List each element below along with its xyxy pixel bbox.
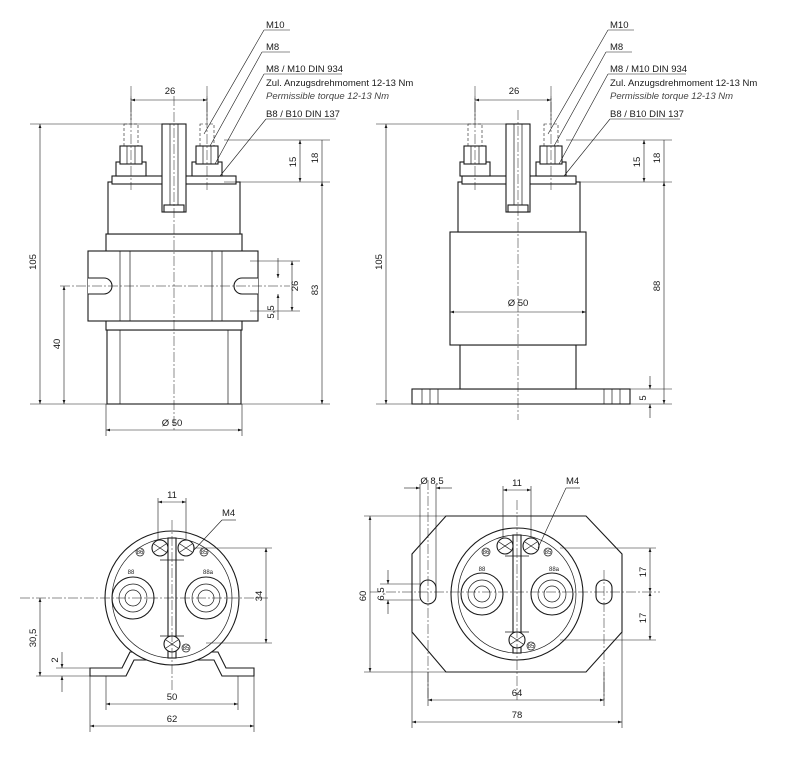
front-view-right: 105 26 15 18 88 5 Ø 50 xyxy=(374,29,672,420)
callouts-right: M10 M8 M8 / M10 DIN 934 Zul. Anzugsdrehm… xyxy=(606,20,757,120)
callout-m8-left: M8 xyxy=(266,42,279,53)
dim-15-right: 15 xyxy=(632,157,643,168)
dim-105-right: 105 xyxy=(374,254,385,270)
dim-11-right: 11 xyxy=(512,478,522,489)
dim-50: 50 xyxy=(167,692,178,703)
dim-26-top: 26 xyxy=(165,86,176,97)
dim-5-5: 5,5 xyxy=(266,305,277,318)
dim-64: 64 xyxy=(512,688,523,699)
callout-m4-right: M4 xyxy=(566,476,579,487)
dim-hole-diameter: Ø 8,5 xyxy=(420,476,443,487)
callout-nut-right: M8 / M10 DIN 934 xyxy=(610,64,687,75)
term-88a-right: 88a xyxy=(549,567,560,573)
callout-washer-left: B8 / B10 DIN 137 xyxy=(266,109,340,120)
callout-m8-right: M8 xyxy=(610,42,623,53)
term-88-right: 88 xyxy=(479,567,486,573)
front-view-left: 105 40 26 15 18 83 26 5,5 Ø 50 xyxy=(28,29,330,436)
top-view-left: 88 88a 86 85 85 11 M4 34 30,5 xyxy=(20,490,272,732)
dim-diameter-50: Ø 50 xyxy=(162,418,183,429)
callout-m10-left: M10 xyxy=(266,20,284,31)
dim-diameter-50-right: Ø 50 xyxy=(508,298,529,309)
callout-torque-de-right: Zul. Anzugsdrehmoment 12-13 Nm xyxy=(610,78,757,89)
dim-17-bottom: 17 xyxy=(638,613,649,624)
dim-34: 34 xyxy=(254,591,265,602)
callout-nut-left: M8 / M10 DIN 934 xyxy=(266,64,343,75)
dim-5: 5 xyxy=(638,395,649,400)
callout-m10-right: M10 xyxy=(610,20,628,31)
callouts-left: M10 M8 M8 / M10 DIN 934 Zul. Anzugsdrehm… xyxy=(262,20,413,120)
term-85-right-a: 85 xyxy=(545,550,552,556)
term-85-right-b: 85 xyxy=(528,644,535,650)
callout-m4-left: M4 xyxy=(222,508,235,519)
term-85-left-b: 85 xyxy=(183,646,190,652)
term-86-left: 86 xyxy=(137,550,144,556)
dim-18: 18 xyxy=(310,153,321,164)
term-88-left: 88 xyxy=(128,570,135,576)
dim-83: 83 xyxy=(310,285,321,296)
dim-26-top-right: 26 xyxy=(509,86,520,97)
term-86-right: 86 xyxy=(483,550,490,556)
dim-78: 78 xyxy=(512,710,523,721)
callout-washer-right: B8 / B10 DIN 137 xyxy=(610,109,684,120)
dim-40: 40 xyxy=(52,339,63,350)
dim-62: 62 xyxy=(167,714,178,725)
dim-26-slot: 26 xyxy=(290,281,301,292)
dim-6-5: 6,5 xyxy=(376,587,387,600)
dim-60: 60 xyxy=(358,591,369,602)
dim-11-left: 11 xyxy=(167,490,177,501)
dim-105: 105 xyxy=(28,254,39,270)
dim-17-top: 17 xyxy=(638,567,649,578)
callout-torque-en-left: Permissible torque 12-13 Nm xyxy=(266,91,389,102)
callout-torque-en-right: Permissible torque 12-13 Nm xyxy=(610,91,733,102)
callout-torque-de-left: Zul. Anzugsdrehmoment 12-13 Nm xyxy=(266,78,413,89)
dim-15: 15 xyxy=(288,157,299,168)
dim-2: 2 xyxy=(50,657,61,662)
top-view-right: 88 88a 86 85 85 Ø 8,5 11 M4 xyxy=(358,476,660,728)
dim-88: 88 xyxy=(652,281,663,292)
dim-18-right: 18 xyxy=(652,153,663,164)
term-85-left-a: 85 xyxy=(201,550,208,556)
term-88a-left: 88a xyxy=(203,570,214,576)
dim-30-5: 30,5 xyxy=(28,629,39,648)
